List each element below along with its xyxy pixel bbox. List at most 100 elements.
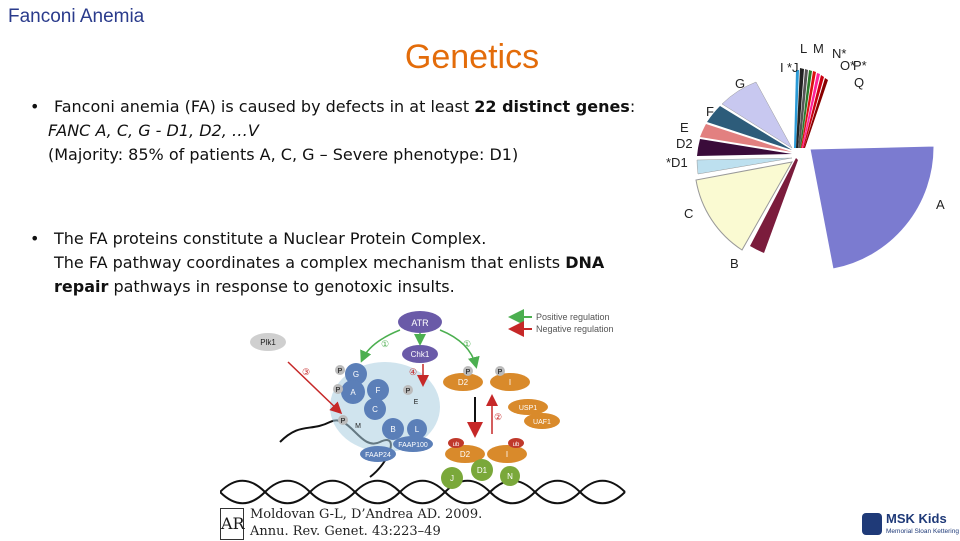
pie-slice-J: [796, 68, 804, 148]
node-Plk1: [250, 333, 286, 351]
citation-authors: Moldovan G-L, D’Andrea AD. 2009.: [250, 507, 483, 522]
node-D2: [443, 373, 483, 391]
bullet-complex-line2: The FA pathway coordinates a complex mec…: [54, 253, 605, 272]
phospho-tag-label: P: [466, 369, 471, 376]
phospho-tag-label: P: [338, 368, 343, 375]
fanc-gene-pie-chart: A B C *D1 D2 E F G I *J L M N* O* P* Q: [666, 41, 945, 271]
pie-slice-F: [707, 106, 792, 150]
slide-title: Genetics: [404, 38, 540, 76]
node-label-J: J: [450, 474, 454, 483]
pie-label-P: P*: [853, 58, 867, 73]
arrow-positive-atr-core: [360, 329, 401, 363]
pie-label-C: C: [684, 206, 693, 221]
node-D1: [471, 459, 493, 481]
phospho-tag-label: P: [341, 418, 346, 425]
node-label-D2-bound: D2: [460, 450, 471, 459]
node-F: [367, 379, 389, 401]
node-J: [441, 467, 463, 489]
pie-slice-D2: [697, 139, 792, 156]
phospho-tag: [335, 365, 345, 375]
node-label-F: F: [376, 386, 381, 395]
pie-label-Q: Q: [854, 75, 864, 90]
bullet-marker: •: [30, 229, 40, 248]
node-label-I: I: [509, 378, 511, 387]
node-USP1: [508, 399, 548, 415]
ub-tag: [448, 438, 464, 448]
phospho-tag-label: P: [336, 387, 341, 394]
legend-positive-label: Positive regulation: [536, 312, 610, 322]
node-A: [341, 380, 365, 404]
node-ATR: [398, 311, 442, 333]
node-N: [500, 466, 520, 486]
node-label-FAAP24: FAAP24: [365, 452, 391, 459]
annual-reviews-logo: AR: [220, 508, 245, 540]
step-label-1-right: ①: [463, 339, 471, 349]
ub-tag-label: ub: [513, 442, 520, 448]
step-label-3: ③: [302, 367, 310, 377]
node-label-D1: D1: [477, 466, 488, 475]
pie-slice-P: [803, 75, 824, 148]
pie-slice-A: [809, 145, 935, 270]
citation-journal: Annu. Rev. Genet. 43:223–49: [250, 524, 441, 539]
pie-slice-D1: [696, 157, 793, 175]
bullet-complex-line1: The FA proteins constitute a Nuclear Pro…: [54, 229, 487, 248]
pie-label-I: I: [780, 60, 784, 75]
pie-label-D1: *D1: [666, 155, 688, 170]
pie-slice-G: [721, 81, 793, 149]
pie-label-N: N*: [832, 46, 846, 61]
dna-strand-1: [220, 479, 626, 505]
step-label-4: ④: [409, 367, 417, 377]
node-label-M: M: [355, 423, 361, 430]
phospho-tag: [338, 415, 348, 425]
pie-slice-N: [801, 71, 816, 148]
bullet-genes-line3: (Majority: 85% of patients A, C, G – Sev…: [48, 145, 519, 164]
citation: AR Moldovan G-L, D’Andrea AD. 2009. Annu…: [218, 505, 518, 541]
node-label-L: L: [415, 425, 420, 434]
node-label-D2: D2: [458, 378, 469, 387]
pie-label-B: B: [730, 256, 739, 271]
node-label-USP1: USP1: [519, 405, 537, 412]
phospho-tag: [333, 384, 343, 394]
bullet-genes-line1: Fanconi anemia (FA) is caused by defects…: [54, 97, 636, 116]
node-label-B: B: [390, 425, 395, 434]
ub-tag: [508, 438, 524, 448]
pie-slice-I: [794, 70, 799, 148]
arrow-positive-atr-d2i: [439, 329, 480, 369]
node-I-bound: [487, 445, 527, 463]
pie-slice-E: [700, 124, 792, 152]
node-FAAP100: [393, 436, 433, 452]
pie-label-O: O*: [840, 58, 855, 73]
node-I: [490, 373, 530, 391]
node-label-FAAP100: FAAP100: [398, 442, 428, 449]
msk-logo-subtitle: Memorial Sloan Kettering: [886, 528, 959, 535]
node-G: [345, 363, 367, 385]
node-FAAP24: [360, 446, 396, 462]
pie-label-M: M: [813, 41, 824, 56]
node-label-G: G: [353, 370, 359, 379]
pie-label-L: L: [800, 41, 807, 56]
node-Chk1: [402, 345, 438, 363]
phospho-tag: [495, 366, 505, 376]
node-label-E: E: [414, 399, 419, 406]
pie-slice-C: [695, 161, 793, 251]
pie-label-G: G: [735, 76, 745, 91]
step-label-1-left: ①: [381, 339, 389, 349]
node-label-Plk1: Plk1: [260, 338, 276, 347]
node-B: [382, 418, 404, 440]
msk-kids-logo: MSK Kids Memorial Sloan Kettering: [862, 510, 960, 540]
fa-pathway-diagram: Positive regulation Negative regulation …: [220, 309, 626, 505]
bullet-complex-line3: repair pathways in response to genotoxic…: [54, 277, 455, 296]
phospho-tag-label: P: [498, 369, 503, 376]
ub-tag-label: ub: [453, 442, 460, 448]
node-label-ATR: ATR: [411, 318, 429, 328]
pie-slice-O: [802, 73, 820, 148]
phospho-tag-label: P: [406, 388, 411, 395]
node-UAF1: [524, 413, 560, 429]
node-label-I-bound: I: [506, 450, 508, 459]
pie-slice-L: [798, 69, 808, 148]
phospho-tag: [403, 385, 413, 395]
node-L: [407, 419, 427, 439]
pie-label-E: E: [680, 120, 689, 135]
pie-label-J: *J: [787, 60, 799, 75]
msk-logo-mark-icon: [862, 513, 882, 535]
